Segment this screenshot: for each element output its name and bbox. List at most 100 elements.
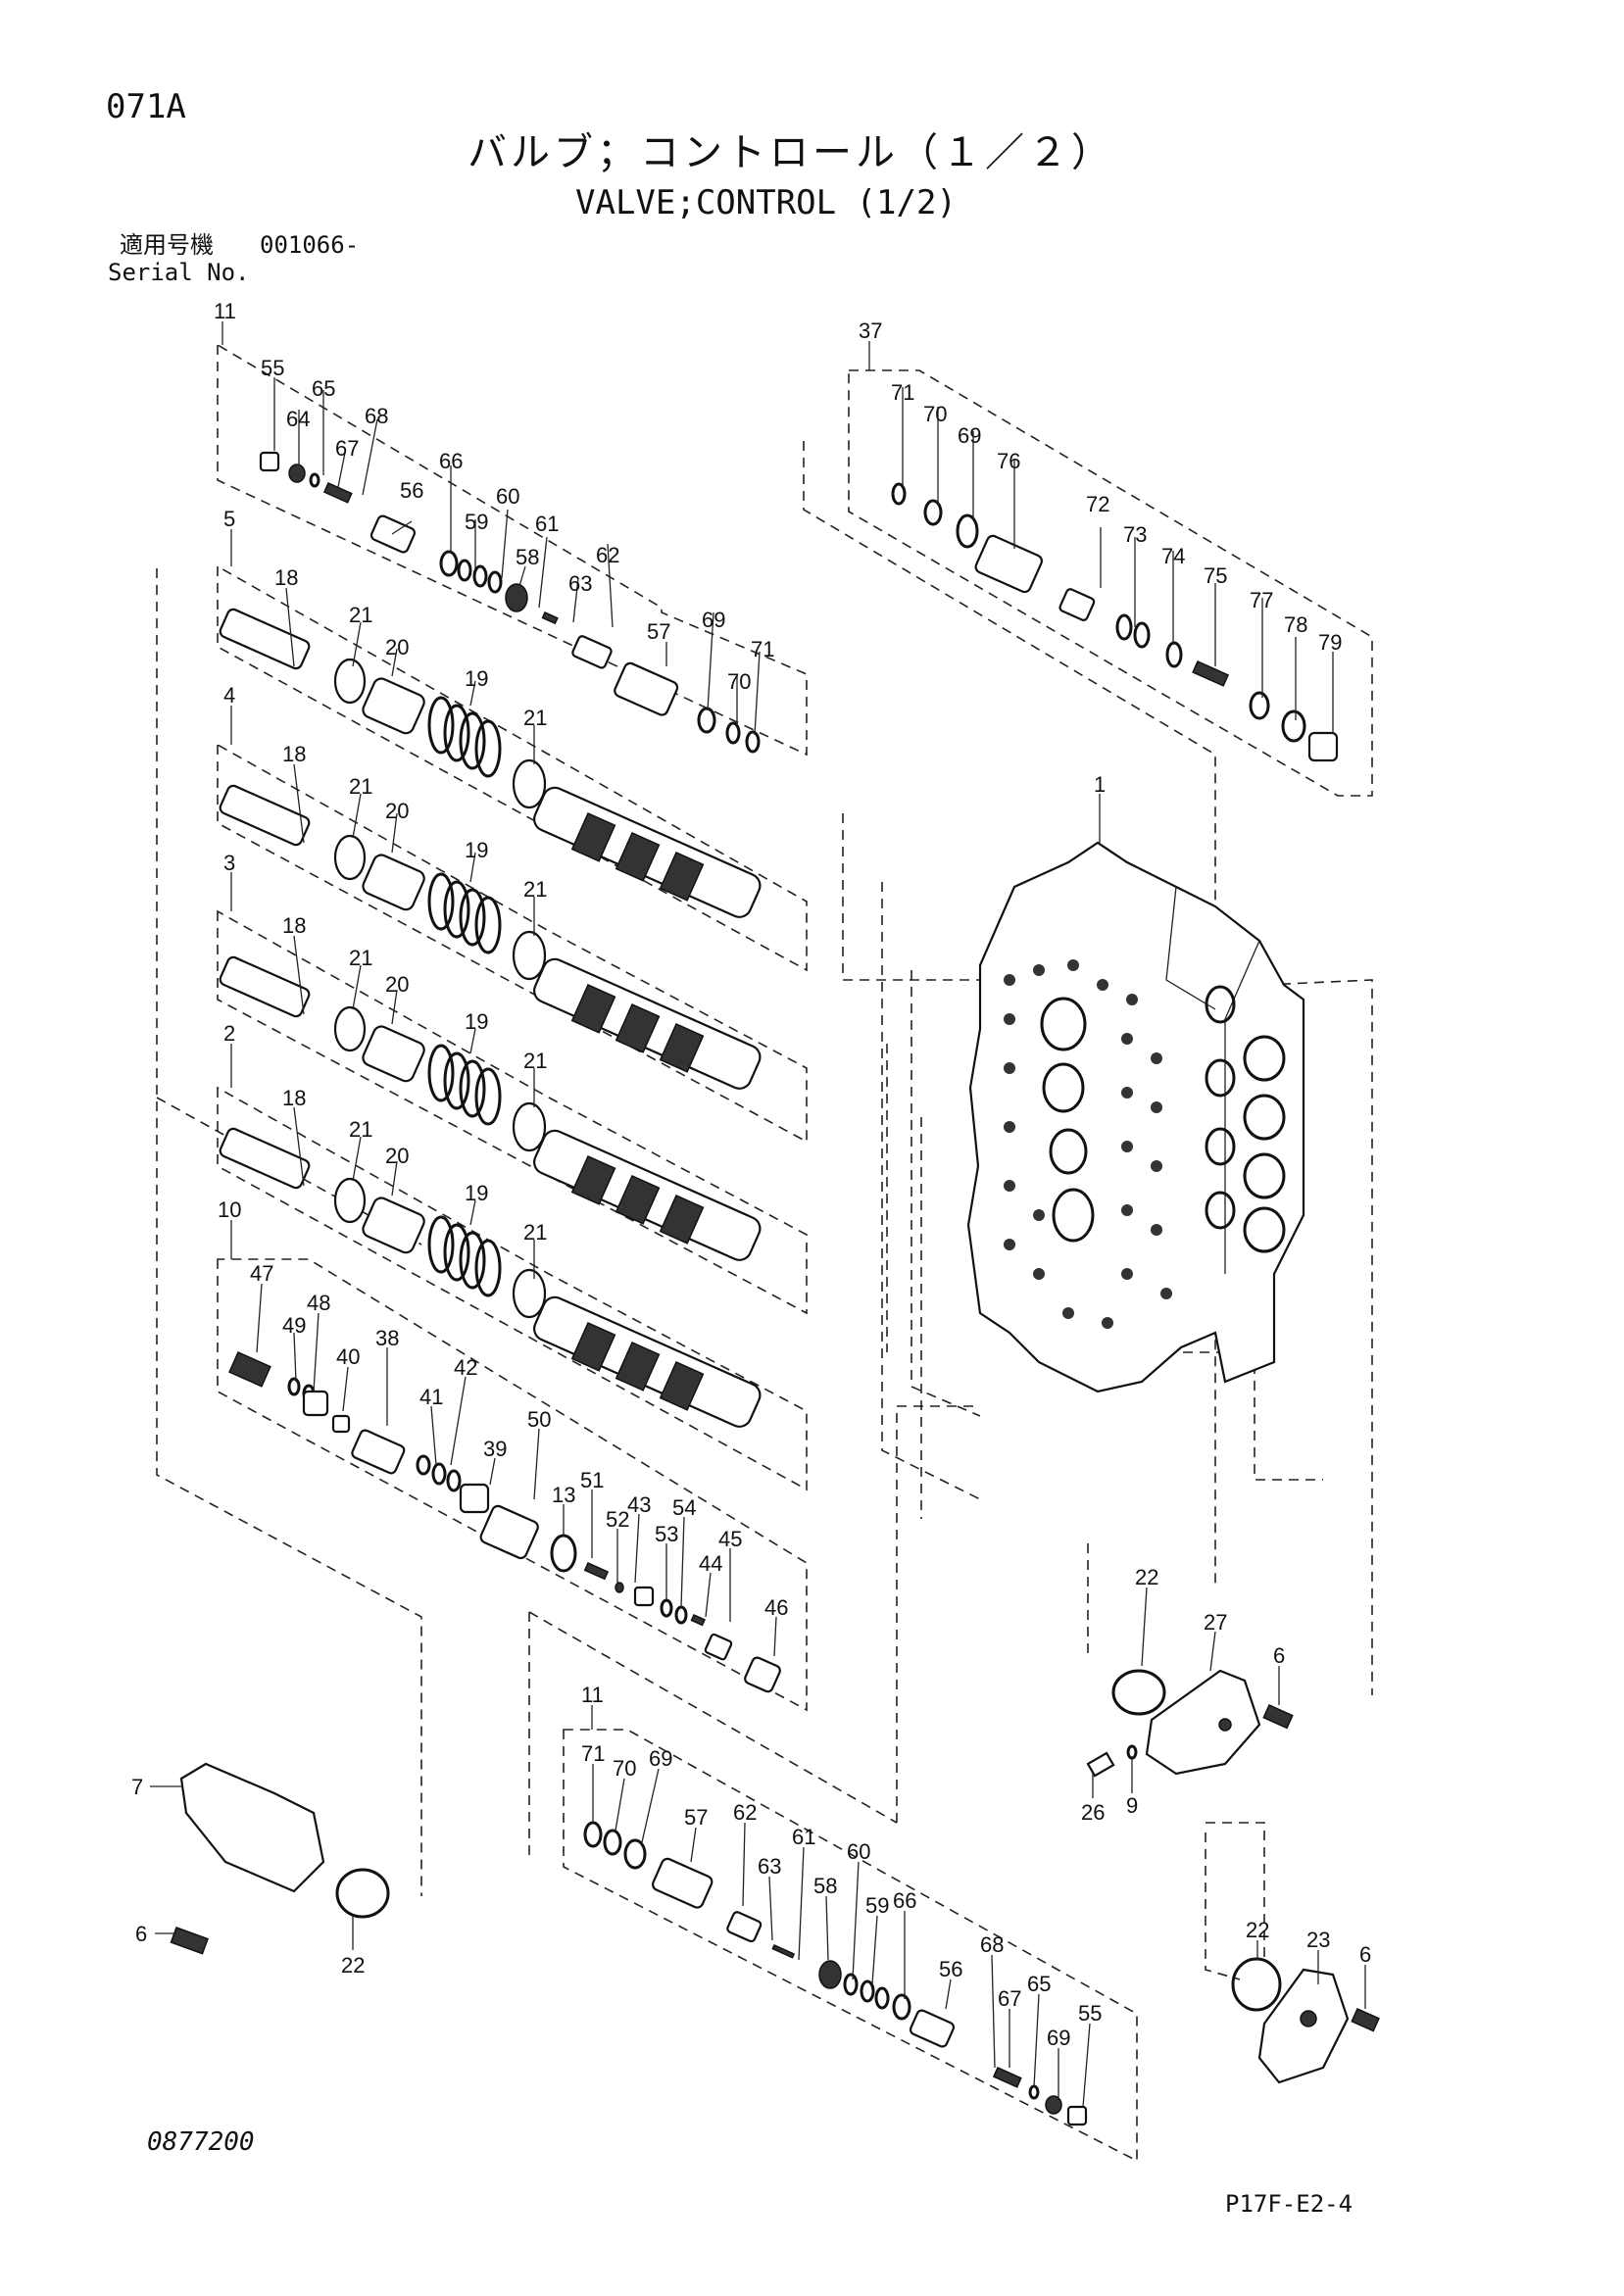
callout-11: 11 [214,299,236,323]
callout-60: 60 [496,484,519,509]
callout-71: 71 [891,380,914,405]
callout-20: 20 [385,972,409,997]
callout-52: 52 [606,1507,629,1532]
callout-59: 59 [465,510,488,534]
callout-22: 22 [341,1953,365,1978]
callout-67: 67 [998,1986,1021,2011]
cover-7-assembly [170,1762,390,1955]
callout-2: 2 [223,1021,235,1046]
callout-58: 58 [516,545,539,569]
callout-61: 61 [792,1825,815,1849]
title-english: VALVE;CONTROL (1/2) [575,183,957,222]
callout-63: 63 [568,571,592,596]
callout-57: 57 [684,1805,708,1830]
callout-6: 6 [135,1922,147,1946]
callout-79: 79 [1318,630,1342,655]
spool-assembly-5 [219,608,762,918]
title-japanese: バルブ；コントロール（１／２） [468,130,1114,175]
callout-21: 21 [523,1049,547,1073]
callout-75: 75 [1204,563,1227,588]
callout-18: 18 [282,1086,306,1110]
callout-49: 49 [282,1313,306,1338]
callout-57: 57 [647,619,670,644]
group-37-outline [848,369,1373,797]
callout-19: 19 [465,1181,488,1205]
callout-41: 41 [419,1385,443,1409]
callout-22: 22 [1246,1918,1269,1942]
spool-assembly-2 [219,1127,762,1428]
callout-10: 10 [218,1197,241,1222]
callout-61: 61 [535,512,559,536]
group-5-outline [217,564,808,972]
callout-20: 20 [385,635,409,659]
callout-66: 66 [893,1888,916,1913]
spool-assembly-3 [219,955,762,1261]
callout-69: 69 [702,608,725,632]
callout-37: 37 [859,318,882,343]
drawing-number: 0877200 [147,2127,255,2157]
callout-70: 70 [923,402,947,426]
callout-11: 11 [581,1683,604,1707]
valve-housing [966,841,1305,1393]
callout-21: 21 [523,706,547,730]
callout-18: 18 [282,742,306,766]
callout-9: 9 [1126,1793,1138,1818]
callout-19: 19 [465,838,488,862]
callout-59: 59 [865,1893,889,1918]
callout-44: 44 [699,1551,722,1576]
group-11-top-outline [217,343,808,757]
callout-70: 70 [727,669,751,694]
spool-assembly-4 [219,784,762,1090]
callout-18: 18 [282,913,306,938]
callout-65: 65 [312,376,335,401]
callout-69: 69 [649,1746,672,1771]
group-2-outline [217,1086,808,1491]
group-10-outline [217,1258,808,1712]
page-reference: P17F-E2-4 [1225,2190,1353,2218]
callout-39: 39 [483,1437,507,1461]
callout-63: 63 [758,1854,781,1879]
callout-56: 56 [400,478,423,503]
group-4-outline [217,743,808,1144]
callout-26: 26 [1081,1800,1105,1825]
callout-47: 47 [250,1261,273,1286]
callout-71: 71 [581,1741,605,1766]
callout-68: 68 [365,404,388,428]
callout-23: 23 [1306,1928,1330,1952]
callout-leaders [150,321,1366,2108]
callout-71: 71 [751,637,774,661]
callout-21: 21 [349,603,372,627]
callout-40: 40 [336,1344,360,1369]
callout-7: 7 [131,1775,143,1799]
callout-69: 69 [958,423,981,448]
valve-group-10 [228,1351,781,1693]
callout-21: 21 [349,774,372,799]
plug-group-37 [891,482,1339,762]
callout-21: 21 [523,877,547,902]
callout-55: 55 [261,356,284,380]
callout-22: 22 [1135,1565,1158,1589]
group-3-outline [217,909,808,1315]
callout-4: 4 [223,683,235,708]
callout-68: 68 [980,1932,1004,1957]
callout-72: 72 [1086,492,1109,516]
callout-50: 50 [527,1407,551,1432]
callout-62: 62 [596,543,619,567]
callout-60: 60 [847,1839,870,1864]
callout-62: 62 [733,1800,757,1825]
cover-23-assembly [1231,1957,1380,2084]
page-code: 071A [106,87,186,126]
callout-6: 6 [1273,1643,1285,1668]
callout-48: 48 [307,1291,330,1315]
serial-label-english: Serial No. [108,259,250,286]
serial-value: 001066- [260,231,360,259]
callout-65: 65 [1027,1972,1051,1996]
callout-64: 64 [286,407,310,431]
callout-76: 76 [997,449,1020,473]
callout-21: 21 [349,1117,372,1142]
callout-3: 3 [223,851,235,875]
callout-27: 27 [1204,1610,1227,1635]
callout-21: 21 [349,946,372,970]
cover-27-assembly [1086,1669,1294,1778]
